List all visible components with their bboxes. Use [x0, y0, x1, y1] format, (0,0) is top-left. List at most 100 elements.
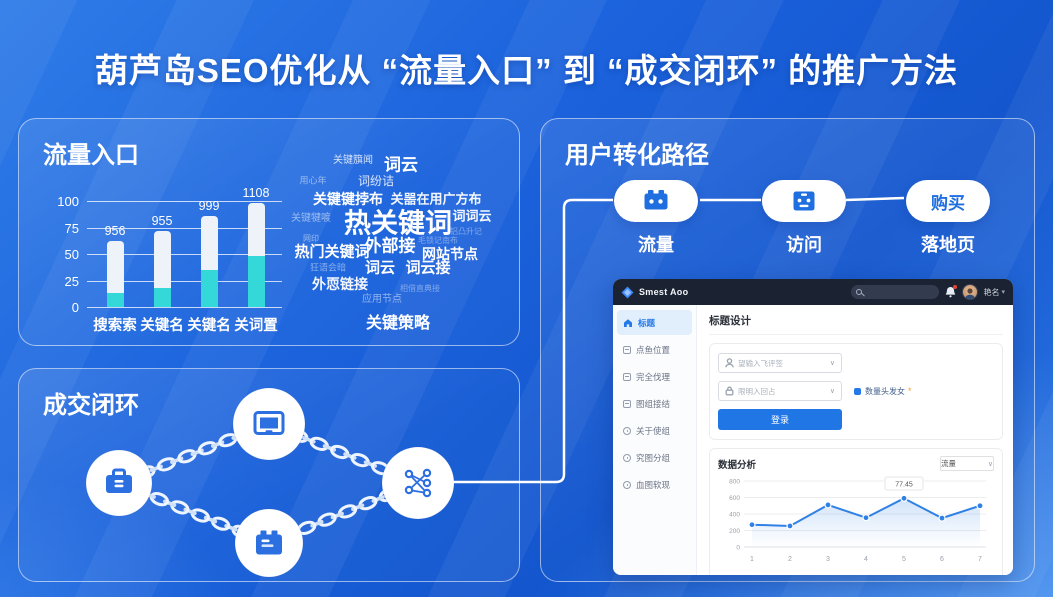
cloud-word: 关键策略 [365, 315, 431, 332]
circle-icon [623, 453, 631, 462]
network-icon [404, 468, 432, 498]
chain-link [190, 508, 210, 523]
page-title: 葫芦岛SEO优化从 “流量入口” 到 “成交闭环” 的推广方法 [94, 52, 959, 89]
data-point[interactable] [786, 522, 794, 530]
cloud-word: 毛锁记南布 [418, 236, 458, 245]
chevron-down-icon[interactable]: ∨ [829, 388, 835, 395]
chain-link [309, 436, 329, 451]
sidebar-item-1[interactable]: 标题 [617, 310, 692, 335]
panel-traffic-title: 流量入口 [43, 142, 139, 169]
storage-icon [644, 190, 668, 210]
sidebar-item-2[interactable]: 点鱼位置 [617, 337, 692, 362]
y-tick-label: 0 [736, 544, 740, 551]
cloud-word: 外恧链接 [312, 276, 368, 292]
x-tick-label: 2 [788, 556, 792, 563]
y-tick-label: 200 [729, 528, 740, 535]
chain-link [330, 444, 350, 460]
bar-value-label: 1108 [242, 186, 270, 201]
notification-badge [953, 285, 958, 289]
x-tick-label: 关键名 [140, 318, 184, 334]
cloud-word: 应用节点 [362, 294, 402, 305]
step-pill-1 [614, 180, 698, 222]
data-point[interactable] [862, 514, 870, 522]
bar-value-label: 999 [198, 198, 220, 213]
bar-highlight [106, 293, 124, 307]
dashboard-main: 标题设计 望输入飞评签 ∨ [697, 305, 1013, 575]
cloud-word: 网印 [303, 234, 319, 243]
cloud-word: 关键犍喥 [291, 213, 331, 224]
sidebar-item-label: 图组接结 [636, 398, 671, 409]
x-tick-label: 关词置 [234, 318, 278, 334]
sidebar-item-3[interactable]: 完全伐理 [617, 364, 692, 389]
step-label: 访问 [786, 235, 822, 255]
panel-loop: 成交闭环 [18, 368, 520, 582]
x-tick-label: 7 [978, 556, 982, 563]
sidebar-item-6[interactable]: 究图分组 [617, 445, 692, 470]
cloud-word: 外部接 [364, 236, 416, 256]
option-checkbox[interactable] [854, 387, 861, 395]
bar-highlight [200, 269, 218, 307]
x-tick-label: 4 [864, 556, 868, 563]
chevron-down-icon[interactable]: ∨ [829, 360, 835, 367]
avatar[interactable] [962, 284, 979, 300]
user-name: 艳名 [983, 287, 1000, 297]
notifications-button[interactable] [944, 285, 958, 299]
metric-select[interactable]: 流量 ∨ [940, 456, 994, 471]
brand-name: Smest Aoo [639, 287, 689, 297]
form-input-account[interactable]: 望输入飞评签 ∨ [718, 353, 842, 373]
form-input-password[interactable]: 限明入回占 ∨ [718, 381, 842, 401]
bar [200, 215, 218, 307]
y-tick-label: 0 [71, 300, 79, 315]
sidebar-item-label: 点鱼位置 [636, 344, 671, 355]
cloud-word: 词云 [384, 155, 418, 175]
gridline [87, 280, 282, 282]
area-fill [752, 498, 980, 547]
terminal-icon [793, 191, 815, 211]
avatar-person-icon [965, 288, 976, 299]
data-point[interactable] [900, 494, 908, 502]
document-icon [623, 372, 631, 381]
cloud-word: 相借直典接 [400, 284, 440, 293]
user-menu[interactable]: 艳名 ▾ [983, 287, 1005, 298]
tooltip-label: 77.45 [895, 481, 913, 488]
input-placeholder: 望输入飞评签 [738, 358, 783, 368]
chevron-down-icon: ▾ [1001, 289, 1005, 296]
chain-loop-diagram [85, 387, 455, 578]
gridline [87, 307, 282, 308]
search-input[interactable] [851, 285, 940, 299]
bar-highlight [153, 287, 171, 307]
chain-link [350, 452, 370, 468]
sidebar-item-4[interactable]: 图组接结 [617, 391, 692, 416]
data-point[interactable] [976, 502, 984, 510]
chain-link [156, 457, 177, 472]
dashboard-sidebar: 标题点鱼位置完全伐理图组接结关于使组究图分组血图软现 [613, 305, 697, 575]
chain-link [358, 496, 378, 511]
dashboard-mockup: Smest Aoo [613, 279, 1013, 575]
sidebar-item-label: 究图分组 [636, 452, 671, 463]
brand-logo-icon [621, 286, 634, 298]
input-placeholder: 限明入回占 [738, 386, 776, 396]
sidebar-item-5[interactable]: 关于使组 [617, 418, 692, 443]
chain-link [317, 512, 337, 527]
data-point[interactable] [748, 521, 756, 529]
cloud-word: 关噐在用广方布 [390, 191, 482, 207]
panel-loop-title: 成交闭环 [43, 392, 139, 419]
cloud-word: 关键簱闻 [333, 155, 373, 166]
person-icon [725, 358, 734, 368]
chevron-down-icon: ∨ [987, 460, 993, 468]
y-tick-label: 600 [729, 495, 740, 502]
step-label: 流量 [638, 235, 674, 255]
document-icon [623, 345, 631, 354]
dashboard-page-title: 标题设计 [709, 313, 1003, 335]
sidebar-item-7[interactable]: 血图软现 [617, 472, 692, 497]
x-tick-label: 搜索索 [93, 318, 137, 334]
document-icon [623, 399, 631, 408]
cloud-word: 关键键挬布 [313, 191, 383, 207]
circle-icon [623, 480, 631, 489]
step-pill-text: 购买 [931, 193, 965, 213]
submit-button[interactable]: 登录 [718, 409, 842, 430]
data-point[interactable] [938, 514, 946, 522]
bar-highlight [247, 256, 265, 307]
data-point[interactable] [824, 501, 832, 509]
